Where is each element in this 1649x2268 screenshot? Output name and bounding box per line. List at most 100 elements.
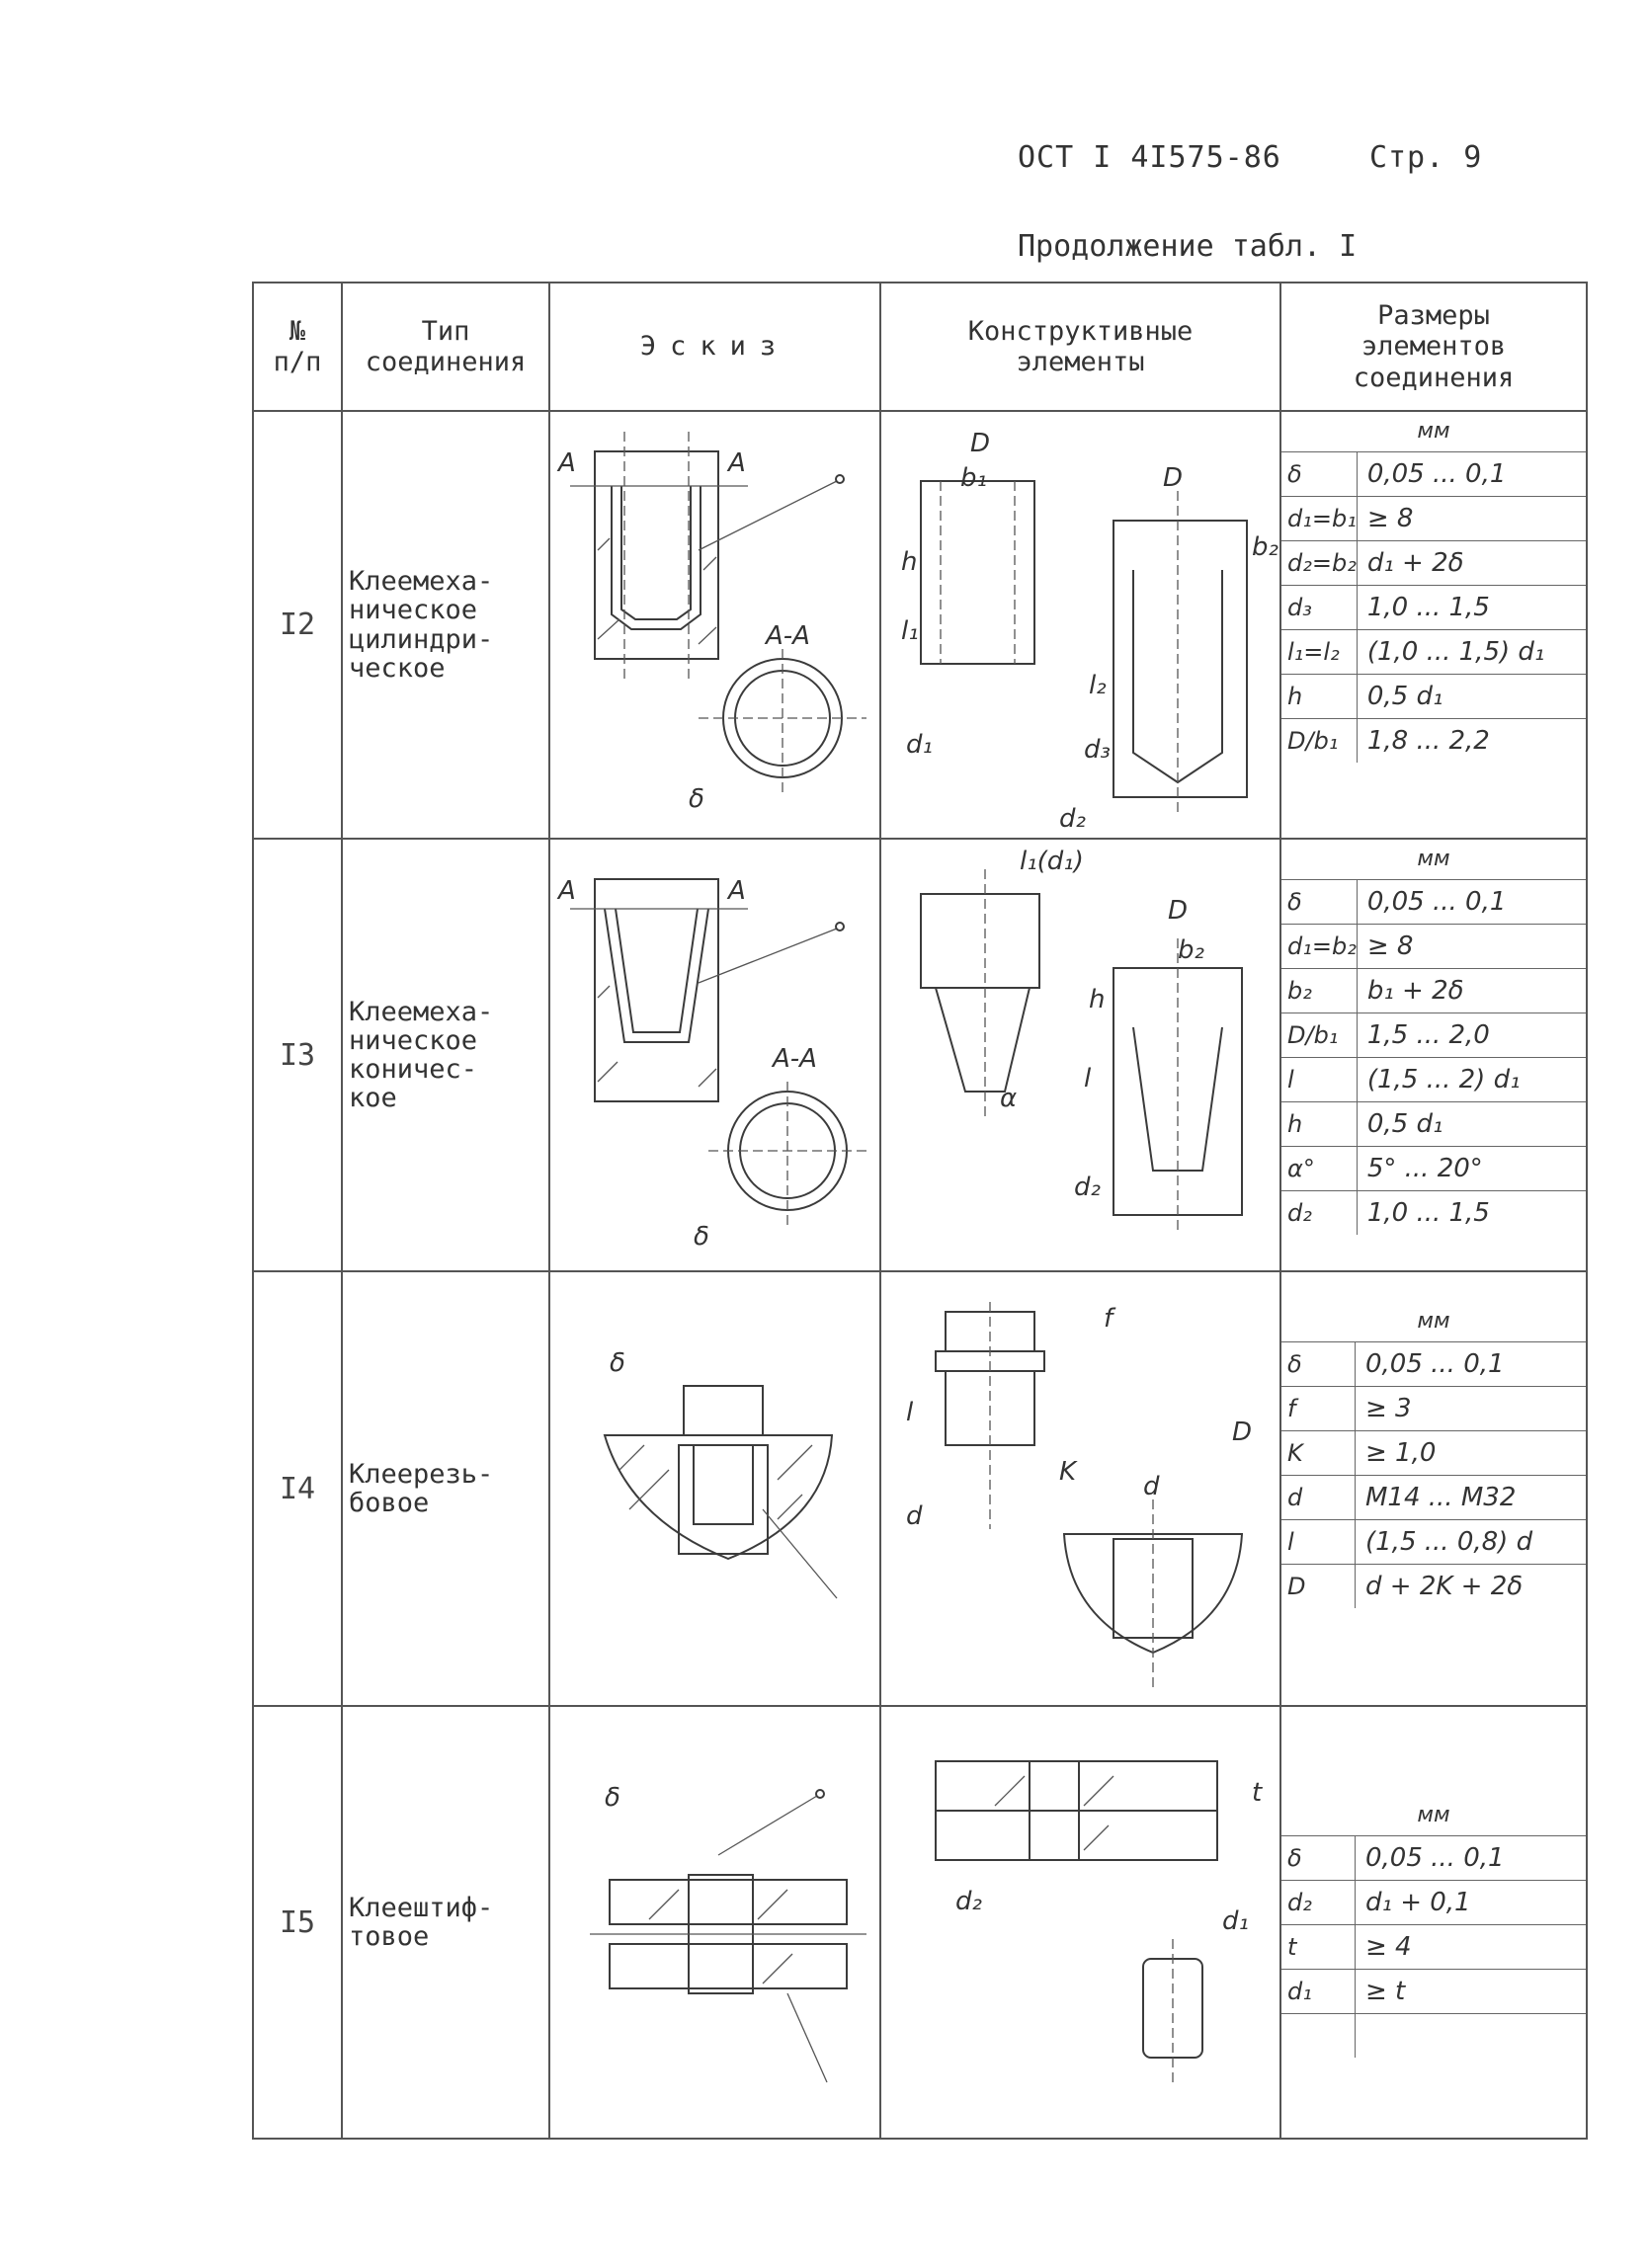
sketch-drawing-threaded: δ: [603, 1348, 838, 1599]
svg-text:t: t: [1252, 1778, 1263, 1808]
param-row: l₁=l₂(1,0 ... 1,5) d₁: [1281, 629, 1586, 675]
svg-text:d₂: d₂: [1074, 1173, 1101, 1202]
svg-text:A: A: [556, 876, 576, 906]
svg-text:l₁(d₁): l₁(d₁): [1020, 847, 1084, 876]
elements-drawing-threaded: f l K D d d: [906, 1302, 1252, 1687]
row-number: I2: [252, 410, 343, 840]
svg-text:h: h: [901, 547, 917, 577]
svg-text:α: α: [1000, 1084, 1017, 1113]
svg-text:A-A: A-A: [771, 1044, 817, 1074]
svg-text:A-A: A-A: [764, 621, 810, 651]
elements-drawing-pin: t d₂ d₁: [935, 1760, 1263, 2082]
table-continuation-caption: Продолжение табл. I: [1018, 229, 1358, 264]
unit-label: мм: [1417, 1309, 1450, 1334]
joint-type: Клеерезь-бовое: [341, 1270, 550, 1707]
svg-text:d₁: d₁: [906, 730, 933, 760]
elements-drawing-cylindrical: D b₁ h l₁ d₁ D b₂ l₂ d₃ d₂: [901, 429, 1278, 834]
sketch-cell: δ: [548, 1705, 881, 2140]
svg-text:d₂: d₂: [1059, 804, 1086, 834]
sketch-cell: A A A-A δ: [548, 410, 881, 840]
param-row: f≥ 3: [1281, 1386, 1586, 1431]
page-number: Стр. 9: [1368, 140, 1483, 175]
elements-cell: f l K D d d: [879, 1270, 1281, 1707]
table-row: I4 Клеерезь-бовое δ: [252, 1270, 1588, 1707]
svg-text:δ: δ: [694, 1222, 709, 1252]
svg-text:d₂: d₂: [955, 1887, 982, 1916]
svg-text:d₁: d₁: [1222, 1906, 1249, 1936]
svg-text:δ: δ: [605, 1783, 620, 1813]
col-sketch-header: Эскиз: [548, 282, 881, 412]
svg-text:b₂: b₂: [1178, 935, 1204, 965]
svg-text:b₁: b₁: [960, 463, 987, 493]
sketch-drawing-conical: A A A-A δ: [556, 876, 871, 1252]
standard-number: ОСТ I 4I575-86: [1018, 140, 1281, 175]
svg-text:l: l: [906, 1398, 914, 1427]
unit-label: мм: [1417, 1803, 1450, 1827]
elements-cell: D b₁ h l₁ d₁ D b₂ l₂ d₃ d₂: [879, 410, 1281, 840]
param-row: l(1,5 ... 2) d₁: [1281, 1057, 1586, 1102]
param-row: l(1,5 ... 0,8) d: [1281, 1519, 1586, 1565]
svg-text:f: f: [1104, 1304, 1116, 1334]
sketch-drawing-cylindrical: A A A-A δ: [556, 432, 866, 814]
svg-text:δ: δ: [689, 784, 704, 814]
document-header: ОСТ I 4I575-86 Стр. 9: [1018, 140, 1482, 175]
svg-text:D: D: [1168, 896, 1188, 926]
svg-text:δ: δ: [610, 1348, 625, 1378]
svg-text:h: h: [1089, 985, 1105, 1014]
unit-label: мм: [1417, 847, 1450, 871]
param-row: d₁=b₁≥ 8: [1281, 496, 1586, 541]
row-number: I4: [252, 1270, 343, 1707]
param-row: [1281, 2013, 1586, 2058]
svg-text:K: K: [1059, 1457, 1078, 1487]
elements-drawing-conical: l₁(d₁) α D b₂ h l d₂: [920, 847, 1243, 1235]
joint-type: Клеештиф-товое: [341, 1705, 550, 2140]
param-row: α°5° ... 20°: [1281, 1146, 1586, 1191]
svg-text:A: A: [556, 448, 576, 478]
svg-text:l₂: l₂: [1089, 671, 1107, 700]
svg-text:D: D: [1163, 463, 1183, 493]
svg-text:D: D: [1232, 1418, 1252, 1447]
svg-text:A: A: [726, 876, 746, 906]
svg-text:d₃: d₃: [1084, 735, 1111, 765]
elements-cell: l₁(d₁) α D b₂ h l d₂: [879, 838, 1281, 1272]
row-number: I3: [252, 838, 343, 1272]
param-row: d₁≥ t: [1281, 1969, 1586, 2014]
svg-text:l₁: l₁: [901, 616, 919, 646]
svg-text:l: l: [1084, 1064, 1092, 1094]
svg-text:b₂: b₂: [1252, 532, 1278, 562]
svg-text:A: A: [726, 448, 746, 478]
table-row: I5 Клеештиф-товое δ: [252, 1705, 1588, 2140]
svg-text:D: D: [970, 429, 990, 458]
